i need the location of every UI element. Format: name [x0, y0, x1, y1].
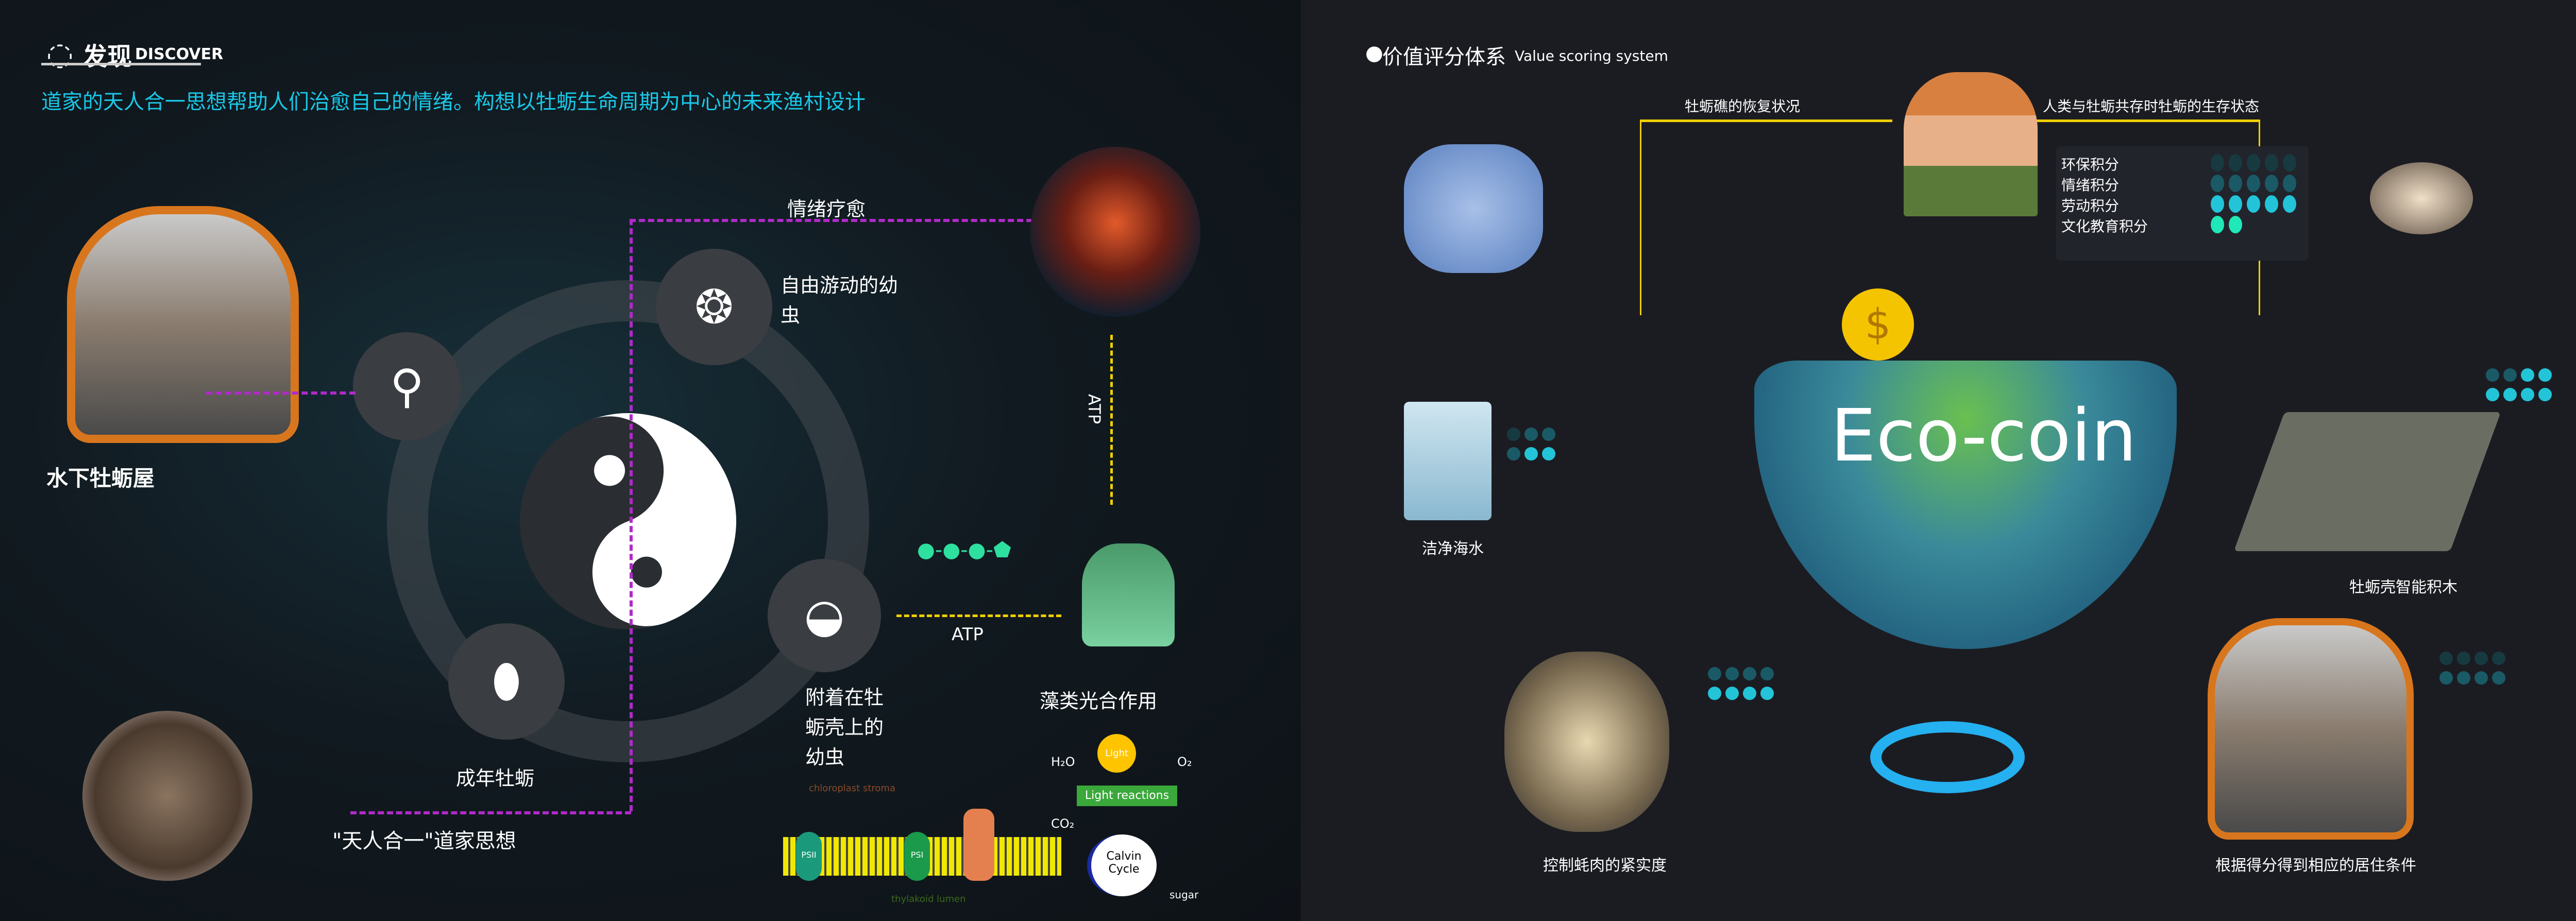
thylakoid-diagram: chloroplast stroma PSII PSI thylakoid lu…	[783, 778, 1061, 907]
oyster-logo-icon: ◌	[46, 36, 74, 72]
coin-icon: $	[1842, 288, 1914, 361]
score-dots	[2211, 175, 2301, 194]
sugar-label: sugar	[1170, 889, 1199, 901]
lumen-label: thylakoid lumen	[891, 894, 966, 905]
light-reactions-box: Light reactions	[1077, 786, 1177, 806]
brain-image	[1030, 147, 1200, 317]
sperm-node: ⚲	[353, 332, 461, 440]
water-dots	[1507, 428, 1579, 467]
blocks-dots	[2486, 368, 2576, 407]
scoring-title-en: Value scoring system	[1515, 47, 1668, 64]
psi: PSI	[904, 832, 930, 881]
score-dots	[2211, 154, 2301, 174]
oyster-image	[2370, 162, 2473, 234]
living-dots	[2439, 652, 2532, 691]
co2-label: CO₂	[1051, 816, 1075, 831]
coral-reef-image	[1404, 144, 1543, 273]
oyster-icon: ⬮	[492, 654, 521, 708]
adult-oyster-node: ⬮	[448, 623, 565, 740]
value-scoring-panel: ● 价值评分体系 Value scoring system 牡蛎礁的恢复状况 人…	[1301, 0, 2576, 921]
score-row: 环保积分	[2061, 154, 2303, 174]
healing-dashed-line	[630, 219, 1042, 222]
subtitle: 道家的天人合一思想帮助人们治愈自己的情绪。构想以牡蛎生命周期为中心的未来渔村设计	[41, 90, 866, 114]
score-label: 劳动积分	[2061, 197, 2120, 214]
section-title: 发现	[82, 42, 132, 71]
reef-connector	[1640, 120, 1892, 122]
stroma-label: chloroplast stroma	[809, 783, 895, 794]
algae-image	[1082, 543, 1175, 646]
free-larva-node: ❂	[656, 249, 772, 365]
score-dots	[2211, 216, 2247, 235]
h2o-label: H₂O	[1051, 755, 1075, 769]
score-label: 情绪积分	[2061, 177, 2120, 194]
oyster-dish-image	[1504, 652, 1669, 832]
smart-blocks-image	[2233, 412, 2501, 551]
underwater-oyster-house-image	[67, 206, 299, 443]
discover-panel: ◌ 发现 DISCOVER 道家的天人合一思想帮助人们治愈自己的情绪。构想以牡蛎…	[0, 0, 1301, 921]
reef-label: 牡蛎礁的恢复状况	[1685, 98, 1801, 115]
farmer-avatar	[1904, 72, 2038, 216]
score-panel: 环保积分 情绪积分 劳动积分 文化教育积分	[2056, 146, 2309, 261]
infinity-icon	[1870, 721, 2025, 793]
atp-synthase	[963, 809, 994, 881]
calvin-diagram: Light H₂O O₂ Light reactions CO₂ Calvin …	[1046, 726, 1200, 901]
atp-horizontal-label: ATP	[952, 624, 984, 645]
water-label: 洁净海水	[1422, 540, 1484, 558]
molecule-chain-icon: ●-●-●-⬟	[917, 538, 1011, 562]
larva-icon: ❂	[694, 280, 734, 334]
free-larva-label: 自由游动的幼虫	[781, 274, 899, 327]
coexist-connector	[1997, 120, 2260, 122]
reef-connector-down	[1640, 120, 1641, 315]
taoist-sage-image	[82, 711, 252, 881]
light-sun: Light	[1097, 734, 1136, 773]
eco-coin-title: Eco-coin	[1831, 394, 2137, 478]
bottom-dashed-line	[350, 811, 631, 814]
oyster-shell-icon: ◒	[804, 588, 845, 643]
score-label: 文化教育积分	[2061, 218, 2148, 235]
psii: PSII	[796, 832, 822, 881]
score-row: 文化教育积分	[2061, 216, 2303, 235]
atp-horizontal-arrow	[896, 615, 1061, 617]
blocks-label: 牡蛎壳智能积木	[2349, 578, 2458, 596]
house-label: 水下牡蛎屋	[46, 466, 155, 491]
atp-vertical-arrow	[1110, 335, 1113, 505]
calvin-cycle-circle: Calvin Cycle	[1087, 834, 1157, 896]
meat-label: 控制蚝肉的紧实度	[1543, 857, 1667, 875]
taoism-dashed-line	[630, 219, 633, 811]
coexist-label: 人类与牡蛎共存时牡蛎的生存状态	[2043, 98, 2260, 115]
title-underline	[41, 63, 201, 65]
attached-larva-node: ◒	[768, 559, 881, 672]
score-dots	[2211, 195, 2301, 215]
score-label: 环保积分	[2061, 156, 2120, 173]
section-title-en: DISCOVER	[135, 45, 224, 63]
algae-label: 藻类光合作用	[1040, 690, 1158, 712]
sperm-icon: ⚲	[390, 359, 424, 414]
water-glass-image	[1404, 402, 1492, 520]
house-dashed-line	[206, 391, 355, 395]
score-row: 情绪积分	[2061, 175, 2303, 194]
atp-vertical-label: ATP	[1084, 394, 1105, 424]
healing-label: 情绪疗愈	[787, 198, 866, 220]
o2-label: O₂	[1177, 755, 1192, 769]
score-row: 劳动积分	[2061, 195, 2303, 215]
living-label: 根据得分得到相应的居住条件	[2215, 857, 2416, 875]
living-house-image	[2208, 618, 2414, 840]
adult-oyster-label: 成年牡蛎	[456, 767, 535, 790]
attached-larva-label: 附着在牡蛎壳上的幼虫	[805, 686, 884, 769]
scoring-title: 价值评分体系	[1382, 45, 1506, 69]
taoism-label: "天人合一"道家思想	[332, 829, 516, 853]
scoring-bullet: ●	[1365, 41, 1383, 65]
meat-dots	[1708, 667, 1801, 706]
